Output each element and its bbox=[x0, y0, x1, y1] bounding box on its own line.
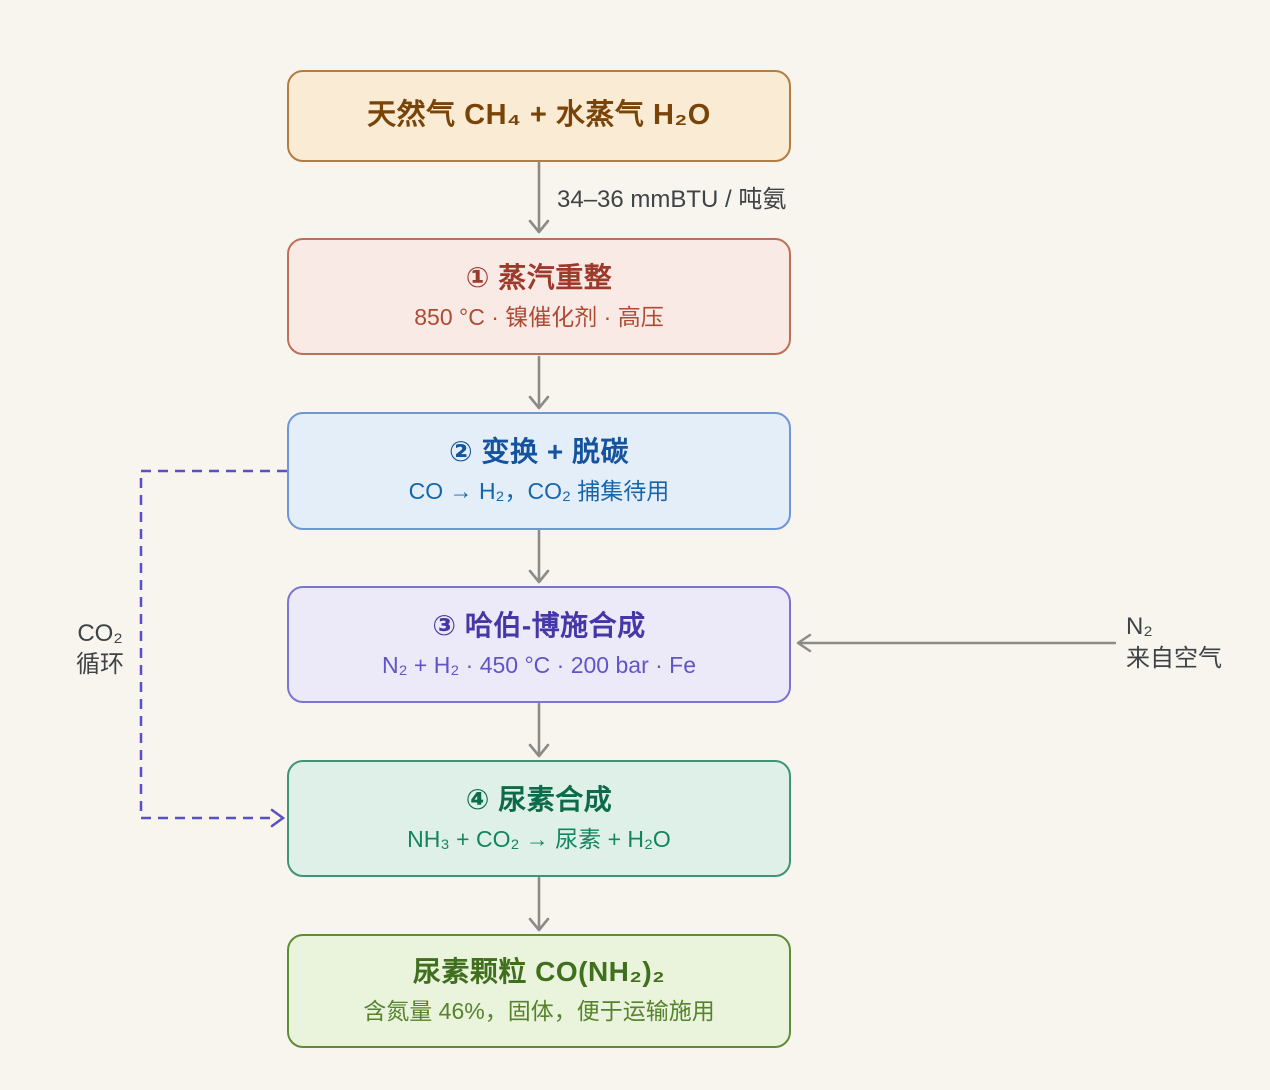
arrowhead-step3-to-step4 bbox=[528, 743, 550, 758]
flow-box-urea-product: 尿素颗粒 CO(NH₂)₂ 含氮量 46%，固体，便于运输施用 bbox=[287, 934, 791, 1048]
flow-box-haber-bosch: ③ 哈伯-博施合成 N₂ + H₂ · 450 °C · 200 bar · F… bbox=[287, 586, 791, 703]
haber-bosch-title: ③ 哈伯-博施合成 bbox=[432, 609, 646, 641]
flow-box-feedstock: 天然气 CH₄ + 水蒸气 H₂O bbox=[287, 70, 791, 162]
arrowhead-source-to-step1 bbox=[528, 219, 550, 234]
flow-box-urea-synthesis: ④ 尿素合成 NH₃ + CO₂ → 尿素 + H₂O bbox=[287, 760, 791, 877]
arrowhead-step4-to-product bbox=[528, 917, 550, 932]
n2-input-arrow bbox=[796, 633, 1117, 653]
urea-product-title: 尿素颗粒 CO(NH₂)₂ bbox=[412, 956, 666, 988]
urea-synthesis-title: ④ 尿素合成 bbox=[465, 783, 613, 815]
haber-bosch-conditions: N₂ + H₂ · 450 °C · 200 bar · Fe bbox=[381, 651, 697, 678]
shift-decarbonization-detail: CO → H₂，CO₂ 捕集待用 bbox=[408, 478, 670, 505]
feedstock-title: 天然气 CH₄ + 水蒸气 H₂O bbox=[367, 99, 711, 132]
co2-loop-arrowhead bbox=[270, 808, 286, 828]
urea-product-detail: 含氮量 46%，固体，便于运输施用 bbox=[363, 998, 715, 1025]
n2-input-label-line1: N₂ bbox=[1126, 613, 1153, 640]
co2-recycle-label-line1: CO₂ bbox=[77, 620, 123, 647]
arrowhead-step2-to-step3 bbox=[528, 569, 550, 584]
co2-recycle-label: CO₂ 循环 bbox=[56, 618, 144, 680]
co2-loop-path bbox=[139, 469, 287, 820]
energy-consumption-label: 34–36 mmBTU / 吨氨 bbox=[557, 186, 787, 213]
shift-decarbonization-title: ② 变换 + 脱碳 bbox=[449, 436, 629, 468]
arrowhead-step1-to-step2 bbox=[528, 395, 550, 410]
co2-recycle-loop bbox=[139, 469, 287, 828]
steam-reforming-title: ① 蒸汽重整 bbox=[465, 261, 613, 293]
n2-input-label-line2: 来自空气 bbox=[1126, 645, 1222, 672]
steam-reforming-conditions: 850 °C · 镍催化剂 · 高压 bbox=[414, 303, 664, 330]
n2-input-label: N₂ 来自空气 bbox=[1126, 611, 1222, 675]
co2-recycle-label-line2: 循环 bbox=[76, 651, 124, 678]
urea-synthesis-reaction: NH₃ + CO₂ → 尿素 + H₂O bbox=[407, 825, 671, 852]
flow-box-steam-reforming: ① 蒸汽重整 850 °C · 镍催化剂 · 高压 bbox=[287, 238, 791, 355]
flow-box-shift-decarbonization: ② 变换 + 脱碳 CO → H₂，CO₂ 捕集待用 bbox=[287, 412, 791, 530]
